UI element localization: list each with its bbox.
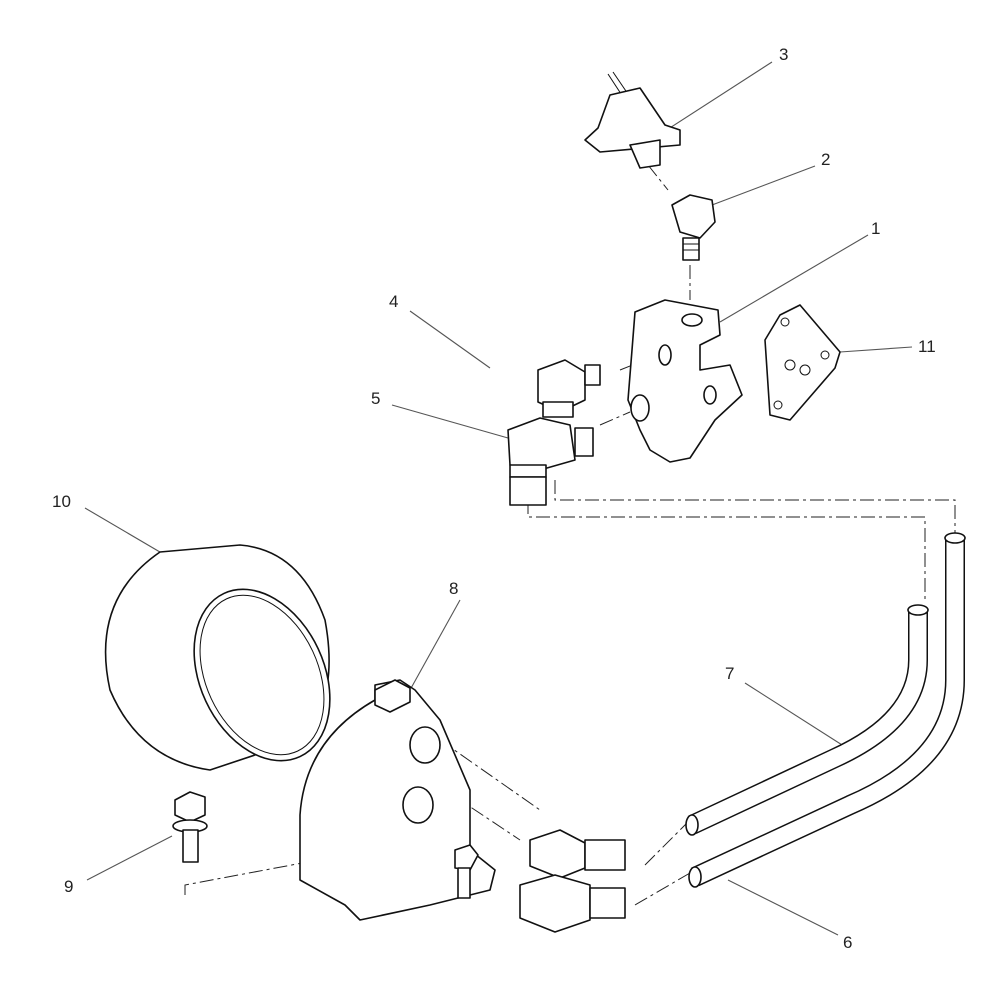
callout-10: 10 xyxy=(52,492,71,511)
part-1-valve-block xyxy=(627,299,743,463)
part-6-tube xyxy=(688,532,966,888)
callout-7: 7 xyxy=(725,664,735,683)
callout-1: 1 xyxy=(871,219,881,238)
part-3-pressure-switch xyxy=(584,71,681,169)
part-9-bolt xyxy=(172,791,208,863)
callout-4: 4 xyxy=(389,292,399,311)
part-2-elbow-fitting xyxy=(671,194,716,261)
part-7-tube xyxy=(685,604,929,836)
part-5-elbow-fitting xyxy=(507,417,594,506)
part-4-elbow-connector xyxy=(537,359,601,418)
part-8-filter-head-bracket xyxy=(299,679,496,921)
part-11-gasket-plate xyxy=(764,304,841,421)
callout-6: 6 xyxy=(843,933,853,952)
leader-lines xyxy=(84,61,913,936)
center-lines xyxy=(184,164,956,906)
callout-9: 9 xyxy=(64,877,74,896)
callout-5: 5 xyxy=(371,389,381,408)
lower-elbow-fittings xyxy=(519,829,626,933)
callout-8: 8 xyxy=(449,579,459,598)
part-10-filter-canister xyxy=(104,544,331,771)
callout-11: 11 xyxy=(918,337,936,356)
callout-3: 3 xyxy=(779,45,789,64)
callout-2: 2 xyxy=(821,150,831,169)
